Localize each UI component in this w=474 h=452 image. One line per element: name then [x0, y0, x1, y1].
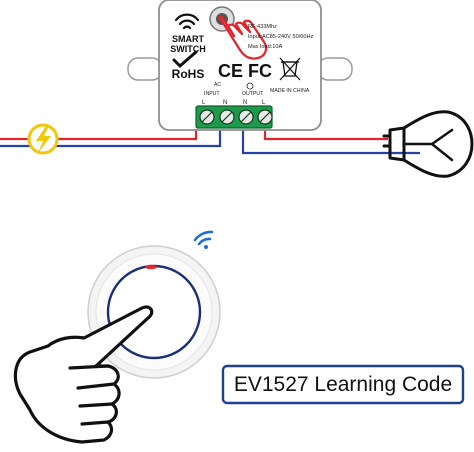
- terminal-ac-label: AC: [214, 82, 221, 88]
- terminal-l2-label: L: [262, 100, 266, 106]
- module-label-switch: SWITCH: [170, 44, 206, 54]
- bulb-small-icon: [246, 82, 254, 90]
- light-bulb-icon: [382, 110, 474, 178]
- check-icon: [172, 50, 198, 69]
- terminal-n2-label: N: [243, 100, 247, 106]
- wifi-icon: [174, 13, 200, 30]
- module-body: [158, 0, 322, 131]
- module-label-smart: SMART: [172, 34, 204, 44]
- spec-rf: RF:433Mhz: [248, 24, 277, 30]
- weee-bin-icon: [279, 57, 301, 81]
- terminal-output-label: OUTPUT: [242, 91, 264, 97]
- learning-code-badge: EV1527 Learning Code: [221, 364, 465, 405]
- terminal-input-label: INPUT: [204, 91, 220, 97]
- terminal-l1-label: L: [202, 100, 206, 106]
- lightning-icon: [27, 123, 59, 155]
- badge-text: EV1527 Learning Code: [234, 373, 452, 396]
- terminal-n1-label: N: [223, 100, 227, 106]
- remote-wifi-icon: [193, 230, 214, 249]
- badge-box: [221, 364, 465, 405]
- mount-ear-right: [317, 57, 353, 81]
- smart-switch-module: SMART SWITCH RoHS RF:433Mhz Input:AC85-2…: [127, 0, 353, 131]
- spec-input: Input:AC85-240V 50/60Hz: [248, 34, 314, 40]
- mount-ear-left: [127, 57, 163, 81]
- neutral-wire-output: [241, 120, 420, 155]
- cert-marks: CE FC: [218, 61, 272, 81]
- pointing-hand-icon: [13, 305, 154, 444]
- terminal-screws: [199, 109, 273, 125]
- made-in-label: MADE IN CHINA: [270, 88, 310, 94]
- remote-led: [145, 264, 157, 270]
- tapping-hand-icon: [218, 15, 268, 60]
- spec-max-load: Max load:10A: [248, 44, 282, 50]
- rohs-mark: RoHS: [172, 67, 205, 81]
